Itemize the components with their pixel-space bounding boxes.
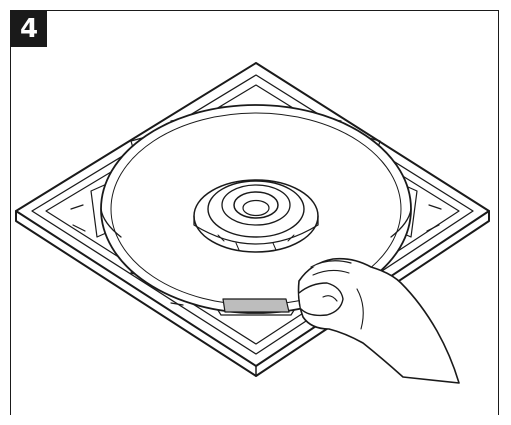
disc-edge-highlight	[222, 298, 290, 313]
disc-case-illustration	[15, 62, 490, 384]
hand-icon	[297, 257, 460, 384]
step-number-badge: 4	[11, 11, 47, 47]
center-hub	[193, 179, 319, 253]
instruction-panel: 4	[10, 10, 499, 415]
